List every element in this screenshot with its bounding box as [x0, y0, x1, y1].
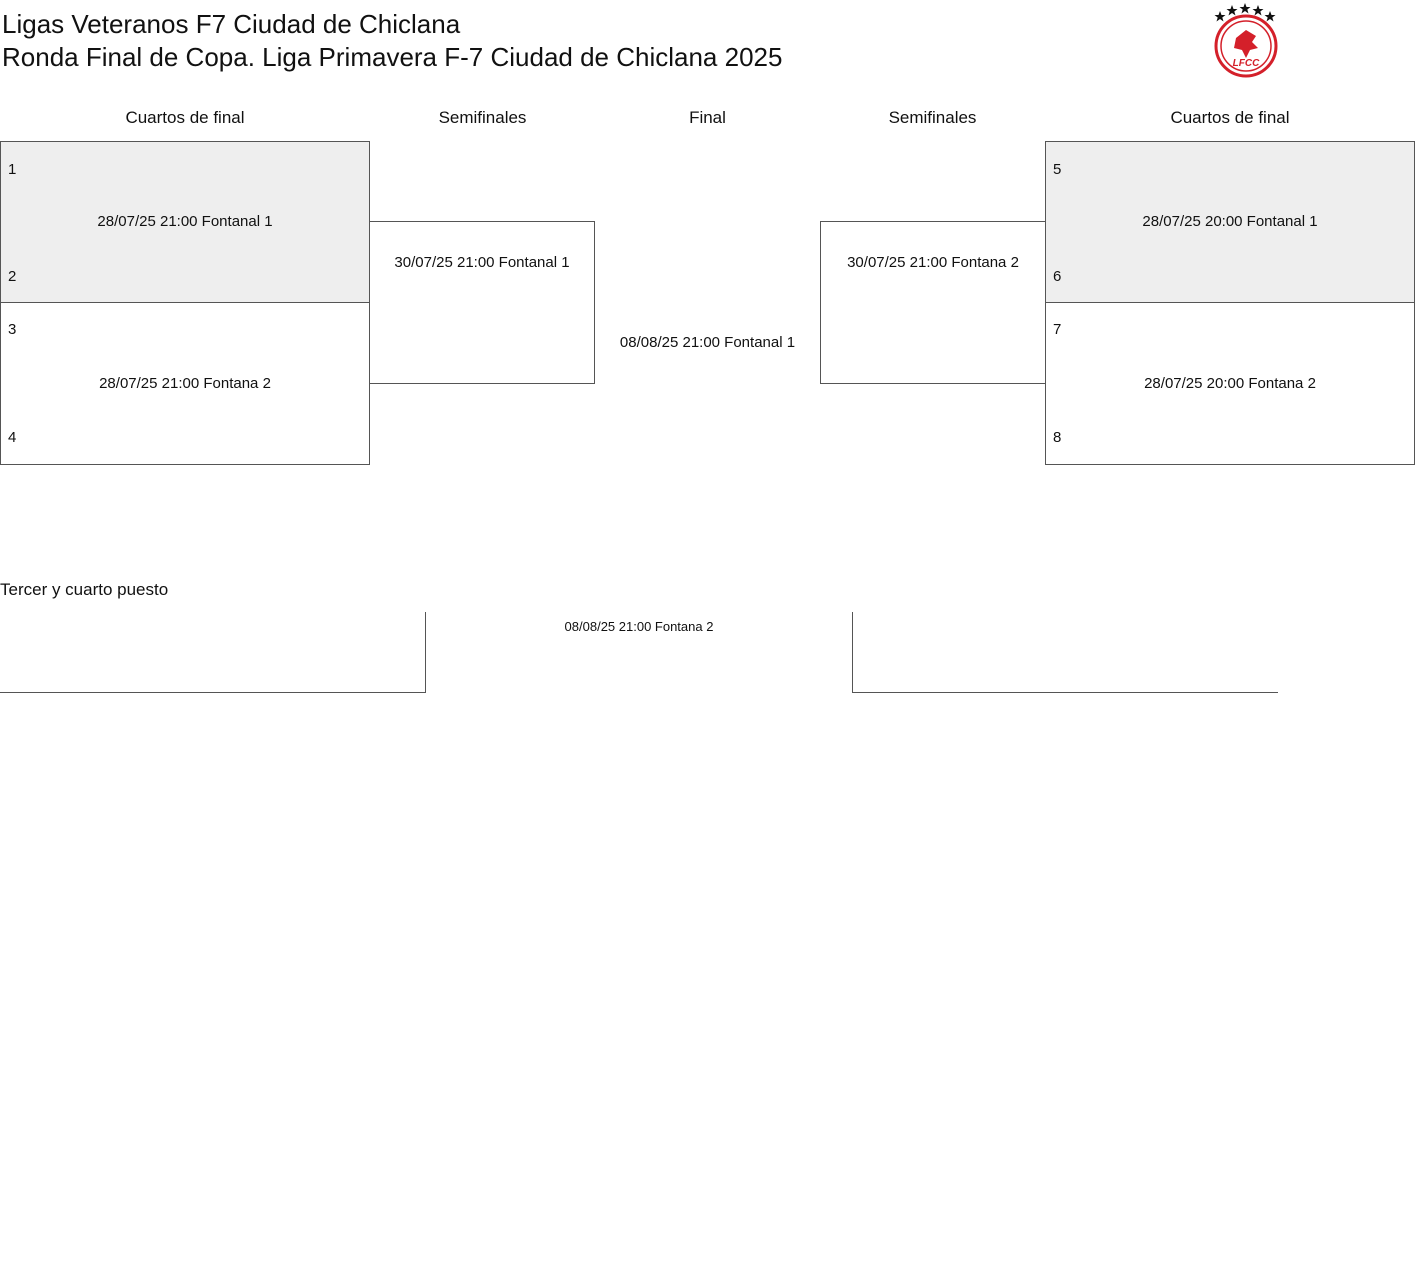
match-sf-left[interactable]: 30/07/25 21:00 Fontanal 1: [369, 221, 595, 384]
slot-seed-1: 1: [8, 161, 17, 178]
slot-seed-3: 3: [8, 321, 17, 338]
third-place-left-divider: [425, 612, 426, 693]
match-final-info[interactable]: 08/08/25 21:00 Fontanal 1: [619, 334, 796, 351]
heading-final: Final: [689, 108, 726, 127]
page-subtitle: Ronda Final de Copa. Liga Primavera F-7 …: [2, 42, 783, 72]
match-qf3-info: 28/07/25 20:00 Fontanal 1: [1142, 213, 1318, 230]
slot-seed-4: 4: [8, 429, 17, 446]
slot-seed-7: 7: [1053, 321, 1062, 338]
slot-seed-8: 8: [1053, 429, 1062, 446]
slot-seed-5: 5: [1053, 161, 1062, 178]
match-qf1[interactable]: 1 28/07/25 21:00 Fontanal 1 2: [0, 141, 370, 303]
heading-quarterfinals-right: Cuartos de final: [1170, 108, 1290, 127]
page-title: Ligas Veteranos F7 Ciudad de Chiclana: [2, 9, 461, 39]
match-sf-right[interactable]: 30/07/25 21:00 Fontana 2: [820, 221, 1046, 384]
stars-icon: [1214, 3, 1276, 22]
slot-seed-2: 2: [8, 268, 17, 285]
match-qf4[interactable]: 7 28/07/25 20:00 Fontana 2 8: [1045, 302, 1415, 465]
match-qf2-info: 28/07/25 21:00 Fontana 2: [99, 375, 271, 392]
heading-quarterfinals-left: Cuartos de final: [125, 108, 245, 127]
third-place-right-line: [852, 692, 1278, 693]
heading-semifinals-right: Semifinales: [888, 108, 977, 127]
match-sf-right-info: 30/07/25 21:00 Fontana 2: [847, 254, 1019, 271]
match-qf4-info: 28/07/25 20:00 Fontana 2: [1144, 375, 1316, 392]
match-qf2[interactable]: 3 28/07/25 21:00 Fontana 2 4: [0, 302, 370, 465]
league-logo: LFCC: [1210, 2, 1280, 80]
third-place-left-line: [0, 692, 426, 693]
match-sf-left-info: 30/07/25 21:00 Fontanal 1: [394, 254, 570, 271]
match-qf1-info: 28/07/25 21:00 Fontanal 1: [97, 213, 273, 230]
svg-text:LFCC: LFCC: [1233, 58, 1260, 69]
heading-semifinals-left: Semifinales: [438, 108, 527, 127]
match-qf3[interactable]: 5 28/07/25 20:00 Fontanal 1 6: [1045, 141, 1415, 303]
third-place-title: Tercer y cuarto puesto: [0, 580, 169, 599]
third-place-match-info[interactable]: 08/08/25 21:00 Fontana 2: [564, 619, 714, 634]
third-place-right-divider: [852, 612, 853, 693]
slot-seed-6: 6: [1053, 268, 1062, 285]
